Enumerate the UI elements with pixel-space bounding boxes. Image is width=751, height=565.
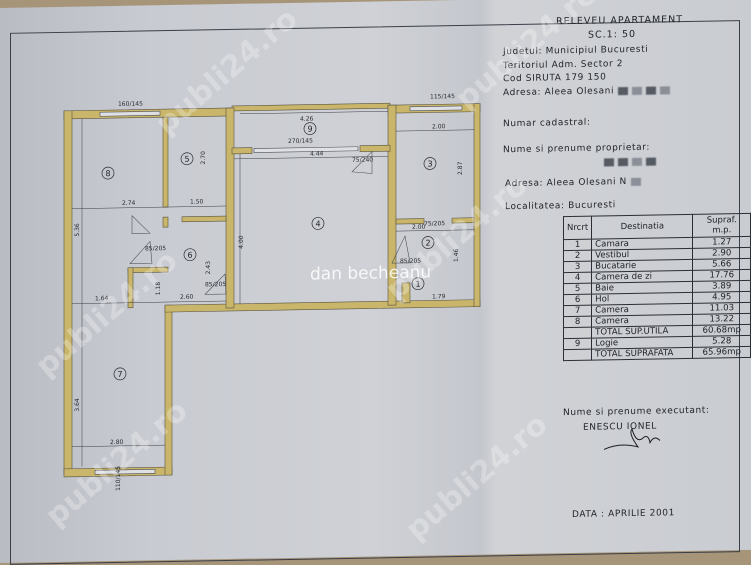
dimension-label: 75/240 xyxy=(352,156,373,163)
wall xyxy=(473,103,481,308)
wall xyxy=(127,267,134,309)
windows xyxy=(94,105,463,475)
dimension-label: 2.43 xyxy=(205,261,212,275)
wall xyxy=(181,215,227,223)
dimension-label: 1.79 xyxy=(432,293,446,300)
room-circle xyxy=(113,367,127,381)
room-numbers: 1 2 3 4 5 6 7 8 9 xyxy=(101,122,437,381)
wall xyxy=(387,104,397,306)
room-circle xyxy=(101,166,115,180)
dimension-label: 115/145 xyxy=(430,93,455,100)
dimension-label: 85/205 xyxy=(205,281,226,288)
walls xyxy=(63,102,481,478)
room-number: 1 xyxy=(415,280,420,289)
room-number: 8 xyxy=(105,169,110,178)
dimension-label: 2.74 xyxy=(122,200,136,207)
wall xyxy=(395,218,425,225)
room-circle xyxy=(411,277,425,291)
room-circle xyxy=(423,157,437,170)
room-number: 7 xyxy=(117,370,122,379)
room-number: 5 xyxy=(184,155,189,164)
dimension-label: 2.00 xyxy=(432,123,446,130)
dimension-label: 2.87 xyxy=(457,161,464,175)
wall xyxy=(451,217,475,224)
dimension-label: 5.36 xyxy=(74,223,81,237)
room-circle xyxy=(311,217,325,230)
dimension-label: 2.70 xyxy=(200,151,207,165)
room-circle xyxy=(303,122,317,135)
dimension-label: 4.26 xyxy=(300,116,314,123)
dimension-label: 160/145 xyxy=(118,101,143,108)
dimension-labels: 160/145 4.26 270/145 115/145 2.74 1.50 2.70 4.4… xyxy=(74,93,464,491)
dimension-label: 4.00 xyxy=(238,235,245,249)
room-number: 9 xyxy=(307,125,312,134)
wall xyxy=(231,147,253,155)
dimension-label: 75/205 xyxy=(424,220,445,227)
wall xyxy=(162,216,169,228)
wall xyxy=(401,282,411,304)
room-number: 3 xyxy=(427,159,432,168)
dimension-label: 4.44 xyxy=(310,150,324,157)
dimension-label: 85/205 xyxy=(400,258,421,265)
dimension-label: 1.46 xyxy=(453,248,460,262)
dimension-label: 85/205 xyxy=(145,245,166,252)
room-circle xyxy=(180,152,194,166)
dimension-label: 2.80 xyxy=(110,439,124,446)
dimension-label: 270/145 xyxy=(288,138,313,145)
wall xyxy=(359,144,391,153)
dimension-label: 1.50 xyxy=(190,198,204,205)
dimension-label: 2.60 xyxy=(180,294,194,301)
dimension-label: 3.64 xyxy=(74,398,81,412)
dimension-label: 2.00 xyxy=(412,224,426,231)
room-number: 4 xyxy=(315,219,320,228)
room-circle xyxy=(421,236,435,249)
wall xyxy=(225,107,235,309)
room-number: 6 xyxy=(187,251,192,260)
dimension-label: 1.18 xyxy=(155,282,162,296)
author-watermark: dan becheanu xyxy=(310,262,432,285)
dimension-label: 1.64 xyxy=(95,295,109,302)
dimension-label: 110/145 xyxy=(115,466,122,491)
room-number: 2 xyxy=(425,238,430,247)
date-label: DATA : APRILIE 2001 xyxy=(572,508,675,521)
dimension-lines xyxy=(72,110,474,467)
room-circle xyxy=(183,248,197,262)
